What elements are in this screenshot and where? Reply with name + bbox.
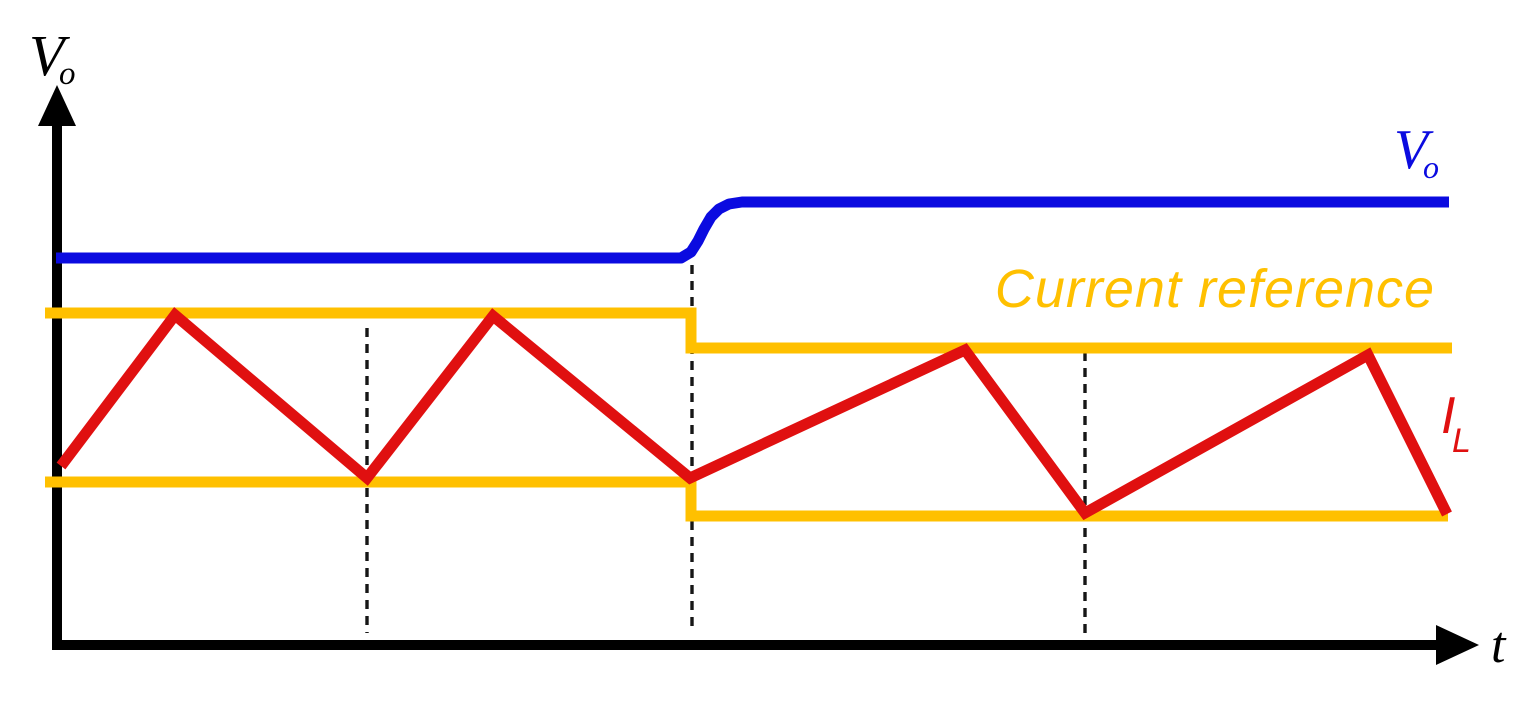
- y-axis: [38, 85, 76, 650]
- vo-series-label-subscript: o: [1423, 149, 1439, 185]
- x-axis-label: t: [1491, 617, 1507, 674]
- y-axis-label-subscript: o: [59, 56, 76, 92]
- y-axis-arrowhead-icon: [38, 85, 76, 126]
- il-line: [56, 307, 1452, 521]
- labels: V o t V o Current reference I L: [29, 23, 1507, 674]
- vo-series-label: V: [1394, 119, 1434, 181]
- dashed-guides: [365, 265, 1087, 633]
- il-series-label-subscript: L: [1452, 422, 1471, 460]
- il-series-label: I: [1441, 387, 1455, 445]
- current-reference-lower-line: [45, 476, 1448, 522]
- current-reference-label: Current reference: [995, 259, 1435, 319]
- x-axis-arrowhead-icon: [1436, 625, 1479, 665]
- y-axis-label: V: [29, 23, 71, 88]
- current-reference-upper-line: [45, 307, 1452, 354]
- vo-line: [56, 196, 1449, 264]
- x-axis: [52, 625, 1479, 665]
